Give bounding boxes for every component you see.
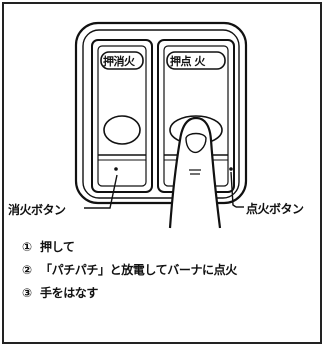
step-1-number: ① <box>22 240 32 254</box>
on-label-leader <box>230 171 237 208</box>
off-button-face-label: 押消火 <box>103 55 135 68</box>
step-1-text: 押して <box>40 240 75 254</box>
step-2-text: 「パチパチ」と放電してバーナに点火 <box>40 263 237 277</box>
switch-housing-inner <box>82 29 240 199</box>
step-3: ③ 手をはなす <box>22 284 98 301</box>
fingernail <box>185 132 207 154</box>
step-2: ② 「パチパチ」と放電してバーナに点火 <box>22 261 237 278</box>
step-2-number: ② <box>22 263 32 277</box>
off-label-leader <box>84 174 118 209</box>
on-button-callout: 点火ボタン <box>246 202 304 216</box>
pressing-finger <box>168 116 222 229</box>
step-1: ① 押して <box>22 238 75 255</box>
on-button-face-label: 押点 火 <box>170 55 205 68</box>
off-button-callout: 消火ボタン <box>8 203 66 217</box>
step-3-number: ③ <box>22 286 32 300</box>
step-3-text: 手をはなす <box>40 286 99 300</box>
off-button <box>91 39 153 193</box>
